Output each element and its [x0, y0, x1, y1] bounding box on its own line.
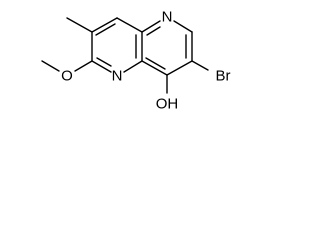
atom-label-bromine: Br	[216, 68, 231, 85]
bond-c8a-n1	[141, 20, 161, 33]
atom-label-nitrogen-bottom: N	[112, 68, 123, 85]
atom-labels: N N O Br OH	[61, 9, 230, 113]
bond-c8a-n1-inner	[146, 26, 161, 36]
atom-label-oxygen-methoxy: O	[61, 68, 73, 85]
bond-c6-n5-inner	[96, 57, 112, 67]
chemical-structure: N N O Br OH	[41, 9, 231, 113]
bond-c6-n5	[91, 60, 112, 73]
atom-label-nitrogen-top: N	[162, 9, 173, 26]
bond-n5-c4a	[123, 60, 143, 73]
bond-c3-br	[191, 60, 209, 71]
bond-c3-c4	[166, 60, 193, 76]
atom-label-hydroxyl: OH	[156, 96, 179, 113]
bond-c4-c4a	[141, 60, 168, 76]
bond-c8-c7	[91, 17, 118, 33]
bond-c8a-c8	[116, 17, 143, 33]
bonds	[41, 17, 209, 94]
bond-c6-o	[74, 60, 93, 72]
bond-n1-c2	[173, 20, 193, 33]
bond-c8-c7-inner	[95, 23, 116, 36]
bond-c7-methyl	[66, 17, 93, 33]
bond-o-methyl	[41, 60, 60, 72]
bond-c4-c4a-inner	[145, 57, 166, 70]
